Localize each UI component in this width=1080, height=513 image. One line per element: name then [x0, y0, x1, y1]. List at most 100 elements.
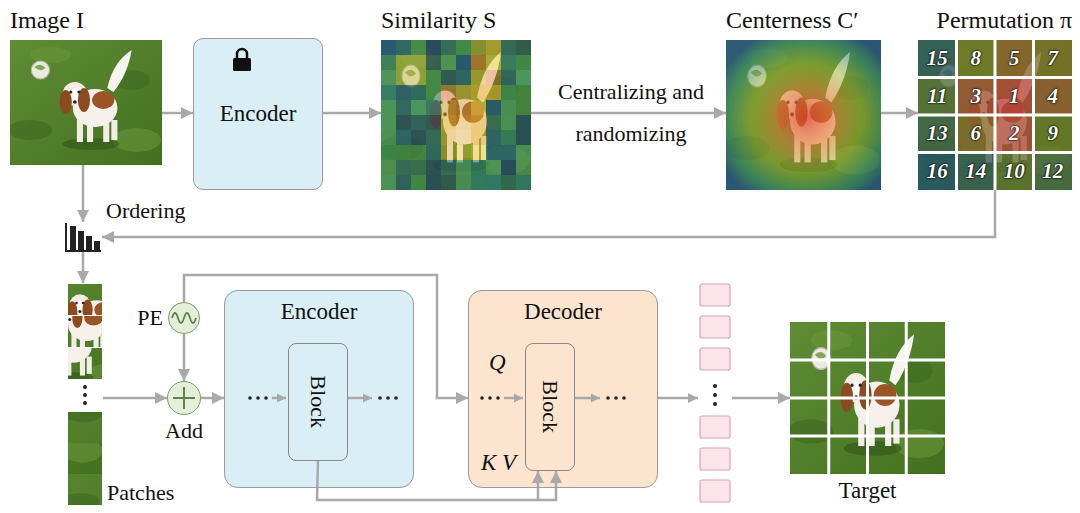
target-image-part: [788, 322, 945, 474]
similarity-cell: [426, 130, 441, 145]
decoder-inner-flow-part: [622, 396, 626, 400]
node-label: Decoder: [524, 299, 602, 325]
similarity-cell: [441, 85, 456, 100]
similarity-cell: [471, 85, 486, 100]
similarity-cell: [486, 130, 501, 145]
similarity-cell: [411, 160, 426, 175]
output-tokens-part: [700, 316, 730, 338]
encoder-inner-flow-part: [386, 396, 390, 400]
similarity-cell: [516, 85, 531, 100]
output-tokens-part: [713, 384, 717, 388]
label-holder: 2: [995, 115, 1034, 153]
output-tokens-part: [700, 448, 730, 470]
similarity-cell: [441, 115, 456, 130]
output-tokens-part: [700, 348, 730, 370]
connector-line: [102, 190, 995, 237]
connector: [83, 165, 84, 222]
order-number: 1: [1009, 84, 1020, 109]
similarity-cell: [441, 130, 456, 145]
similarity-cell: [456, 145, 471, 160]
similarity-cell: [396, 115, 411, 130]
encoder-inner-flow-part: [378, 396, 382, 400]
similarity-cell: [381, 100, 396, 115]
patch-column-part: [83, 401, 87, 405]
similarity-cell: [441, 175, 456, 190]
similarity-cell: [486, 100, 501, 115]
similarity-cell: [381, 40, 396, 55]
decoder-inner-flow-part: [488, 396, 492, 400]
connector-line: [162, 112, 193, 115]
similarity-cell: [501, 175, 516, 190]
text-holder: Centerness C′: [726, 7, 859, 35]
label-holder: 4: [1034, 78, 1073, 116]
permutation-grid-part: [918, 40, 1072, 190]
label-holder: 13: [918, 115, 957, 153]
block-box: Block: [525, 343, 575, 471]
encoder-inner-flow-part: [256, 396, 260, 400]
similarity-cell: [411, 145, 426, 160]
output-tokens-part: [713, 402, 717, 406]
order-number: 12: [1042, 159, 1063, 184]
similarity-cell: [426, 115, 441, 130]
order-number: 3: [971, 84, 982, 109]
similarity-map: [379, 40, 531, 190]
connector: [102, 190, 995, 237]
connector-line: [82, 165, 85, 222]
order-number: 10: [1004, 159, 1025, 184]
edge-label-holder: Centralizing and randomizing: [536, 71, 726, 155]
similarity-cell: [501, 70, 516, 85]
similarity-cell: [516, 160, 531, 175]
encoder-box: EncoderBlock: [224, 290, 414, 488]
similarity-cell: [486, 55, 501, 70]
similarity-cell: [501, 40, 516, 55]
node-label: Encoder: [220, 101, 297, 127]
node-label: Block: [537, 381, 562, 434]
plus-sign: [173, 387, 195, 409]
target-image: Target: [790, 322, 945, 474]
text-holder: Permutation π: [937, 7, 1072, 35]
patch-column: [0, 258, 194, 513]
permutation-grid-part-part: [918, 151, 1072, 154]
permutation-grid-part: [918, 40, 1072, 190]
similarity-cell: [456, 85, 471, 100]
similarity-cell: [501, 85, 516, 100]
patch-column-part: [0, 288, 129, 396]
encoder-inner-flow-part: [394, 396, 398, 400]
similarity-cell: [501, 145, 516, 160]
permutation-cell: [918, 40, 957, 78]
block-box: Block: [288, 343, 348, 461]
centerness-map-part: [724, 40, 881, 190]
node-label: Permutation π: [937, 7, 1072, 35]
text-holder: Decoder: [469, 299, 657, 325]
decoder-inner-flow-part: [575, 397, 600, 400]
connector: [323, 113, 381, 114]
node-label: Encoder: [281, 299, 358, 325]
similarity-cell: [456, 70, 471, 85]
similarity-cell: [456, 160, 471, 175]
target-image: [788, 322, 945, 474]
box-fill: [167, 381, 201, 415]
text-holder: Add: [165, 418, 203, 444]
encoder-inner-flow-part: [248, 396, 252, 400]
permutation-grid: [916, 40, 1072, 190]
similarity-cell: [396, 70, 411, 85]
permutation-grid-part-part: [918, 114, 1072, 117]
decoder-inner-flow-part: [496, 396, 500, 400]
dog-photo: [8, 40, 162, 165]
similarity-cell: [426, 85, 441, 100]
label-holder: 12: [1034, 153, 1073, 191]
similarity-cell: [501, 115, 516, 130]
similarity-cell: [381, 115, 396, 130]
similarity-cell: [426, 70, 441, 85]
label-holder: 11: [918, 78, 957, 116]
similarity-cell: [381, 55, 396, 70]
similarity-cell: [441, 55, 456, 70]
similarity-cell: [411, 100, 426, 115]
node-label: Image I: [10, 7, 84, 35]
similarity-cell: [381, 70, 396, 85]
similarity-cell: [396, 175, 411, 190]
permutation-cell: [957, 153, 996, 191]
order-number: 13: [927, 121, 948, 146]
label-holder: Q: [489, 350, 506, 376]
